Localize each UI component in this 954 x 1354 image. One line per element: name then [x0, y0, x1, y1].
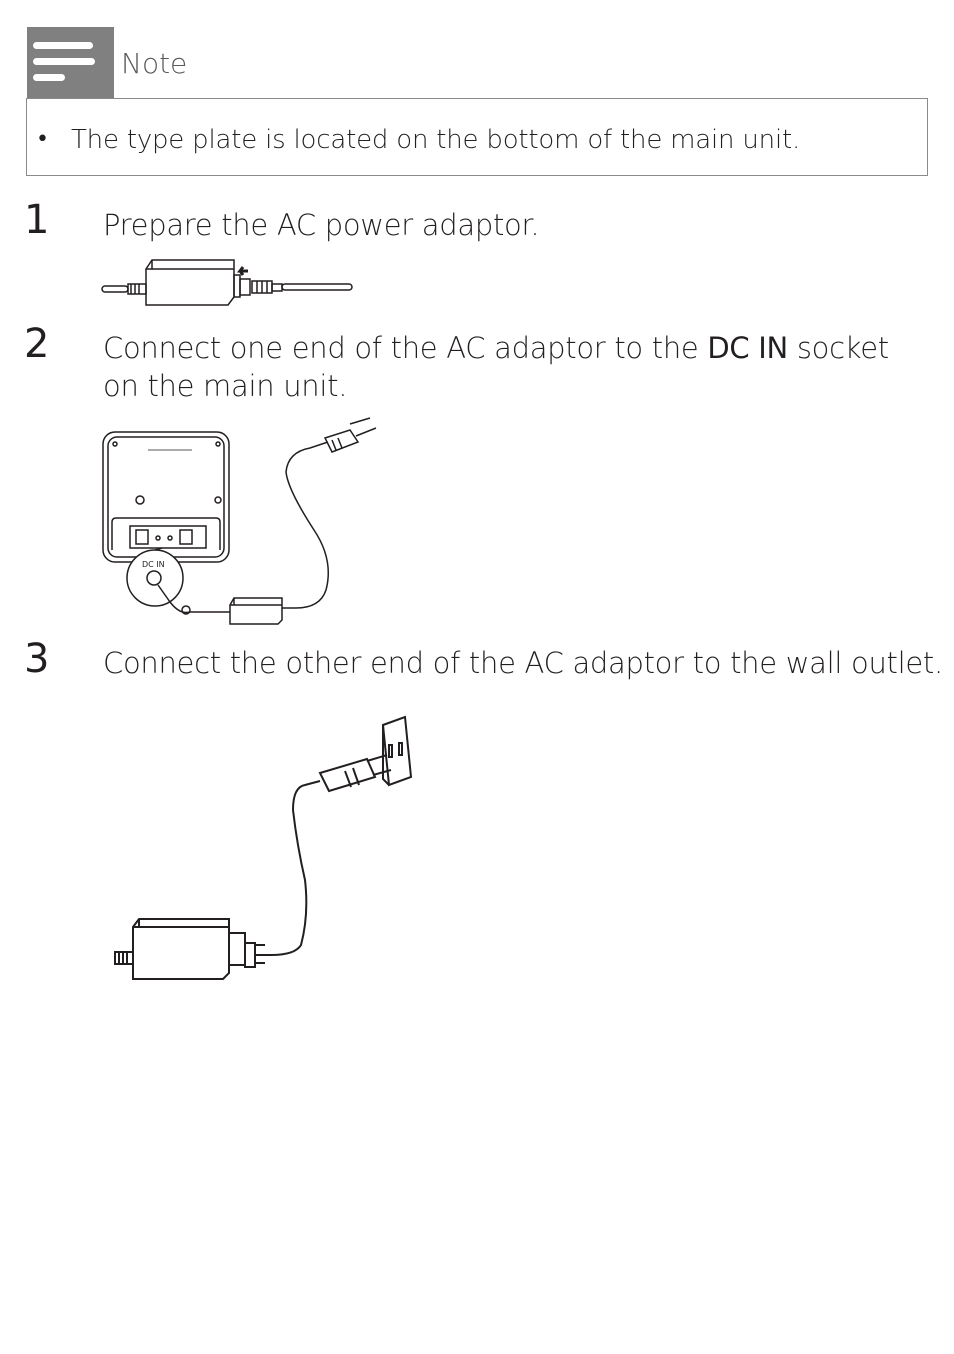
wall-outlet-illustration: [114, 715, 413, 980]
dc-in-emphasis: DC IN: [707, 331, 788, 365]
step-2-text: Connect one end of the AC adaptor to the…: [103, 329, 923, 405]
main-unit-connection-illustration: DC IN: [102, 417, 377, 625]
step-3-text: Connect the other end of the AC adaptor …: [103, 646, 943, 680]
ac-adaptor-illustration: [101, 259, 353, 306]
dc-in-label: DC IN: [142, 560, 165, 569]
note-text: The type plate is located on the bottom …: [71, 125, 801, 155]
note-lines-icon: [27, 27, 114, 99]
step-3-number: 3: [24, 636, 50, 682]
note-box: [26, 98, 928, 176]
step-2-text-after: socket on the main unit.: [103, 331, 889, 403]
step-1-number: 1: [24, 197, 50, 243]
note-title: Note: [121, 47, 188, 80]
step-2-number: 2: [24, 321, 50, 367]
step-2-text-before: Connect one end of the AC adaptor to the: [103, 331, 708, 365]
note-bullet: •: [36, 127, 49, 152]
step-1-text: Prepare the AC power adaptor.: [103, 208, 540, 242]
